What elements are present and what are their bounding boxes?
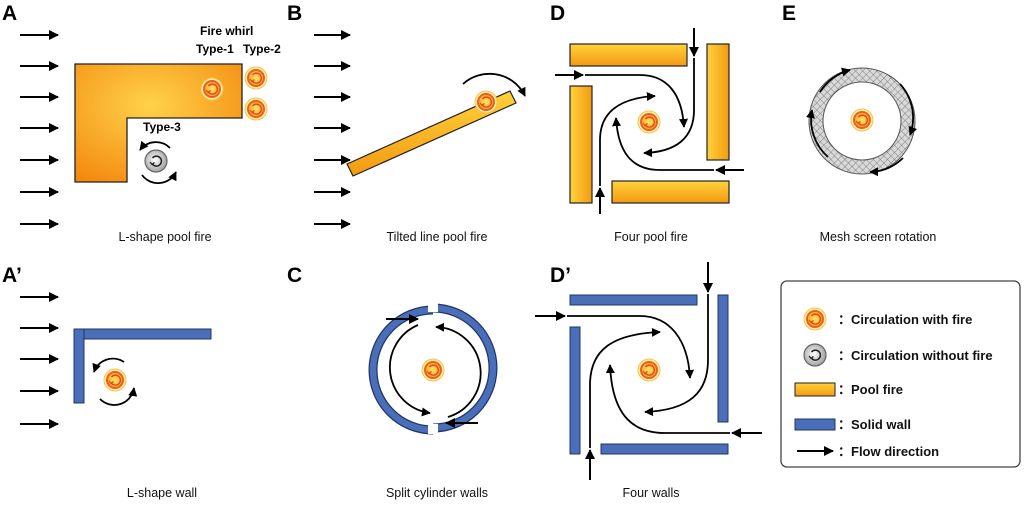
pool-fire-icon <box>794 382 836 397</box>
panel-b: B Tilted line pool fire <box>287 2 526 244</box>
caption-e: Mesh screen rotation <box>820 230 937 244</box>
panel-d: D Four pool fire <box>550 2 744 244</box>
tilted-line-pool-fire <box>346 90 517 177</box>
caption-c: Split cylinder walls <box>386 486 488 500</box>
fire-whirl-icon <box>421 358 445 382</box>
caption-d: Four pool fire <box>614 230 688 244</box>
legend-label: ：Solid wall <box>838 417 911 432</box>
panel-label-d-prime: D’ <box>550 264 571 287</box>
legend-item-solid-wall: ：Solid wall <box>794 417 911 432</box>
panel-a: A Fire whirl Type-1 Type-2 Type-3 L-shap… <box>2 2 281 244</box>
caption-b: Tilted line pool fire <box>387 230 488 244</box>
caption-a: L-shape pool fire <box>118 230 211 244</box>
panel-label-d: D <box>550 2 565 25</box>
mesh-screen <box>809 68 915 174</box>
caption-a-prime: L-shape wall <box>127 486 197 500</box>
panel-label-b: B <box>287 2 302 25</box>
solid-wall-left <box>73 328 85 404</box>
solid-wall-top <box>73 328 212 340</box>
pool-fire-right <box>706 43 730 161</box>
fire-whirl-icon <box>103 368 127 392</box>
panel-a-prime: A’ L-shape wall <box>2 264 212 500</box>
legend-box <box>780 280 1021 468</box>
l-shape-pool-fire <box>74 63 243 183</box>
caption-d-prime: Four walls <box>623 486 680 500</box>
legend: ：Circulation with fire ：Circulation with… <box>780 280 1021 468</box>
fire-whirl-icon <box>850 108 874 132</box>
type2-label: Type-2 <box>243 42 281 56</box>
solid-wall-bottom <box>600 443 729 455</box>
panel-label-a: A <box>2 2 17 25</box>
legend-item-flow-direction: ：Flow direction <box>797 444 939 459</box>
legend-label: ：Pool fire <box>838 382 903 397</box>
solid-wall-right <box>717 294 729 423</box>
pool-fire-left <box>569 85 593 204</box>
legend-label: ：Flow direction <box>838 444 939 459</box>
legend-item-circulation-with-fire: ：Circulation with fire <box>803 307 972 331</box>
panel-d-prime: D’ Four walls <box>535 262 762 500</box>
wind-arrows-a-prime <box>20 292 59 429</box>
wind-arrows-b <box>314 30 351 229</box>
panel-label-e: E <box>782 2 796 25</box>
pool-fire-top <box>569 43 688 67</box>
circulation-type3-icon <box>144 149 168 173</box>
legend-label: ：Circulation without fire <box>838 348 993 363</box>
solid-wall-left <box>569 326 581 455</box>
fire-whirl-type1-icon <box>200 77 224 101</box>
panel-label-c: C <box>287 264 302 287</box>
fire-whirl-type2-icon <box>244 97 268 121</box>
fire-whirl-label: Fire whirl <box>200 24 253 38</box>
circulation-with-fire-icon <box>803 307 827 331</box>
solid-wall-icon <box>794 418 836 431</box>
fire-whirl-type2-icon <box>244 66 268 90</box>
pool-fire-bottom <box>611 180 730 204</box>
legend-item-circulation-without-fire: ：Circulation without fire <box>803 343 993 367</box>
type3-label: Type-3 <box>143 120 181 134</box>
panel-e: E Mesh screen rotation <box>782 2 936 244</box>
panel-label-a-prime: A’ <box>2 264 22 287</box>
fire-whirl-icon <box>474 90 498 114</box>
fire-whirl-icon <box>637 110 661 134</box>
fire-whirl-icon <box>637 358 661 382</box>
panel-c: C Split cylinder walls <box>287 264 498 500</box>
legend-label: ：Circulation with fire <box>838 312 972 327</box>
wind-arrows-a <box>20 30 59 229</box>
circulation-without-fire-icon <box>803 343 827 367</box>
type1-label: Type-1 <box>196 42 234 56</box>
legend-item-pool-fire: ：Pool fire <box>794 382 903 397</box>
solid-wall-top <box>569 294 698 306</box>
